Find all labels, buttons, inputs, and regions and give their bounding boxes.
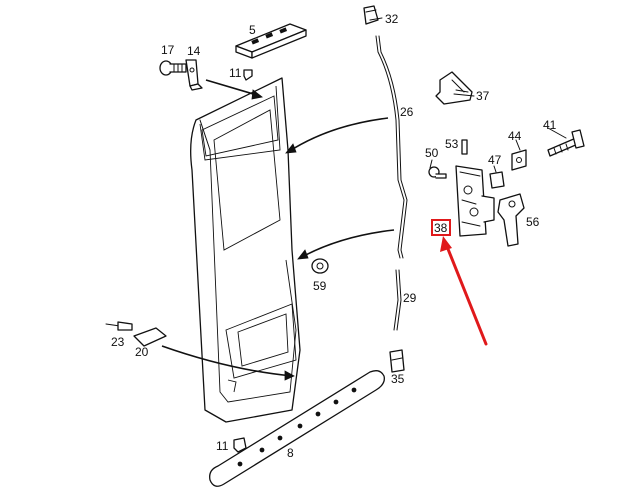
part-59-bumper — [311, 258, 329, 274]
label-41[interactable]: 41 — [543, 118, 557, 132]
label-20[interactable]: 20 — [135, 345, 149, 359]
label-23[interactable]: 23 — [111, 335, 125, 349]
door-panel — [190, 77, 301, 423]
label-26[interactable]: 26 — [400, 105, 414, 119]
part-5-bracket — [235, 23, 307, 59]
part-32-clip — [363, 5, 379, 25]
label-59[interactable]: 59 — [313, 279, 327, 293]
part-26-rod — [375, 35, 408, 259]
label-44[interactable]: 44 — [508, 129, 522, 143]
label-32[interactable]: 32 — [385, 12, 399, 26]
part-56-lever — [497, 193, 525, 247]
part-11-clip-top — [243, 69, 253, 81]
part-38-lock — [455, 165, 495, 237]
label-11-top[interactable]: 11 — [229, 66, 242, 80]
label-53[interactable]: 53 — [445, 137, 459, 151]
part-37-bracket — [435, 71, 473, 105]
label-29[interactable]: 29 — [403, 291, 417, 305]
part-44-striker — [511, 149, 527, 171]
label-14[interactable]: 14 — [187, 44, 201, 58]
part-11-clip-bottom — [233, 437, 247, 453]
part-47-block — [489, 171, 505, 189]
label-38[interactable]: 38 — [434, 221, 448, 235]
label-8[interactable]: 8 — [287, 446, 294, 460]
callout-arrows — [161, 79, 395, 381]
part-35-guide — [389, 349, 405, 373]
label-5[interactable]: 5 — [249, 23, 256, 37]
label-38-highlight-box — [431, 219, 451, 236]
leader-lines — [369, 17, 567, 173]
label-56[interactable]: 56 — [526, 215, 540, 229]
part-50-screw — [428, 166, 447, 179]
part-23-pin — [105, 321, 133, 331]
part-8-strip — [209, 370, 385, 487]
label-47[interactable]: 47 — [488, 153, 502, 167]
part-labels: 5 17 14 11 32 26 37 41 44 53 50 47 38 56… — [111, 12, 557, 460]
label-35[interactable]: 35 — [391, 372, 405, 386]
label-11-bottom[interactable]: 11 — [216, 439, 229, 453]
part-20-pad — [133, 327, 167, 347]
label-17[interactable]: 17 — [161, 43, 175, 57]
part-41-bolt — [547, 129, 585, 157]
part-14-hinge — [185, 59, 203, 91]
label-37[interactable]: 37 — [476, 89, 490, 103]
label-50[interactable]: 50 — [425, 146, 439, 160]
part-53-pin — [461, 139, 468, 155]
highlight-arrow — [440, 236, 488, 346]
part-17-bolt — [159, 60, 187, 76]
part-29-rod — [393, 269, 402, 331]
